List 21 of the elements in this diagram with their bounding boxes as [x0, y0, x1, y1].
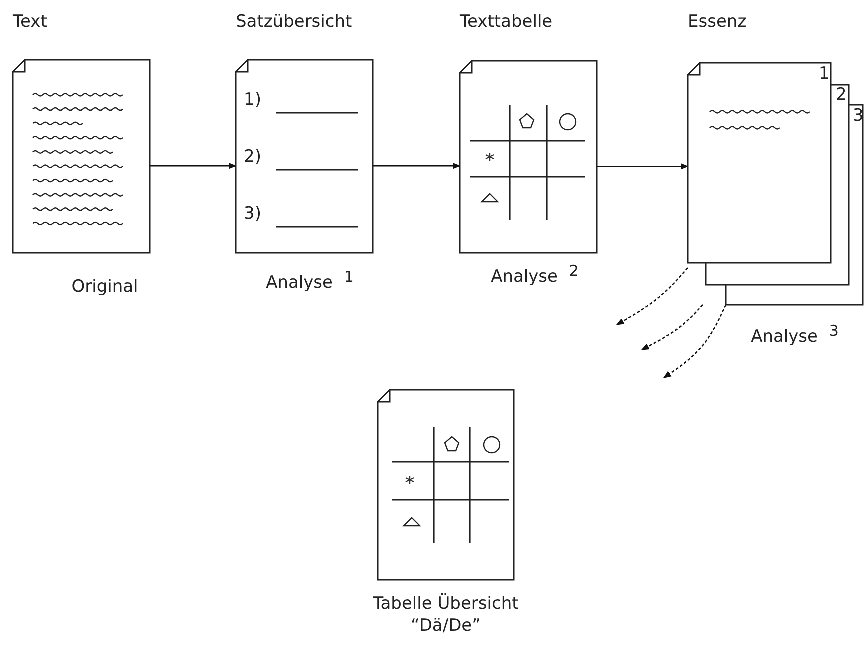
page-number: 1	[819, 64, 830, 84]
heading: Texttabelle	[460, 12, 553, 32]
arrow	[150, 162, 237, 170]
curved-arrow	[663, 304, 727, 379]
list-number: 2)	[244, 147, 262, 167]
page-number: 3	[853, 106, 864, 126]
heading: Text	[13, 12, 48, 32]
list-number: 3)	[244, 204, 262, 224]
node-label: Analyse $^{1}$	[265, 272, 355, 294]
heading: Satzübersicht	[236, 12, 352, 32]
curved-arrow	[641, 304, 704, 351]
page-number: 2	[836, 85, 847, 105]
heading: Essenz	[688, 12, 747, 32]
node-label: Analyse $^{2}$	[490, 266, 580, 288]
curved-arrow	[616, 268, 688, 326]
node-label: Analyse $^{3}$	[750, 326, 840, 348]
node-label: Tabelle Übersicht “Dä/De”	[372, 593, 520, 637]
arrow	[597, 163, 689, 170]
arrow	[373, 162, 461, 170]
node-label: Original	[70, 276, 140, 298]
list-number: 1)	[244, 90, 262, 110]
